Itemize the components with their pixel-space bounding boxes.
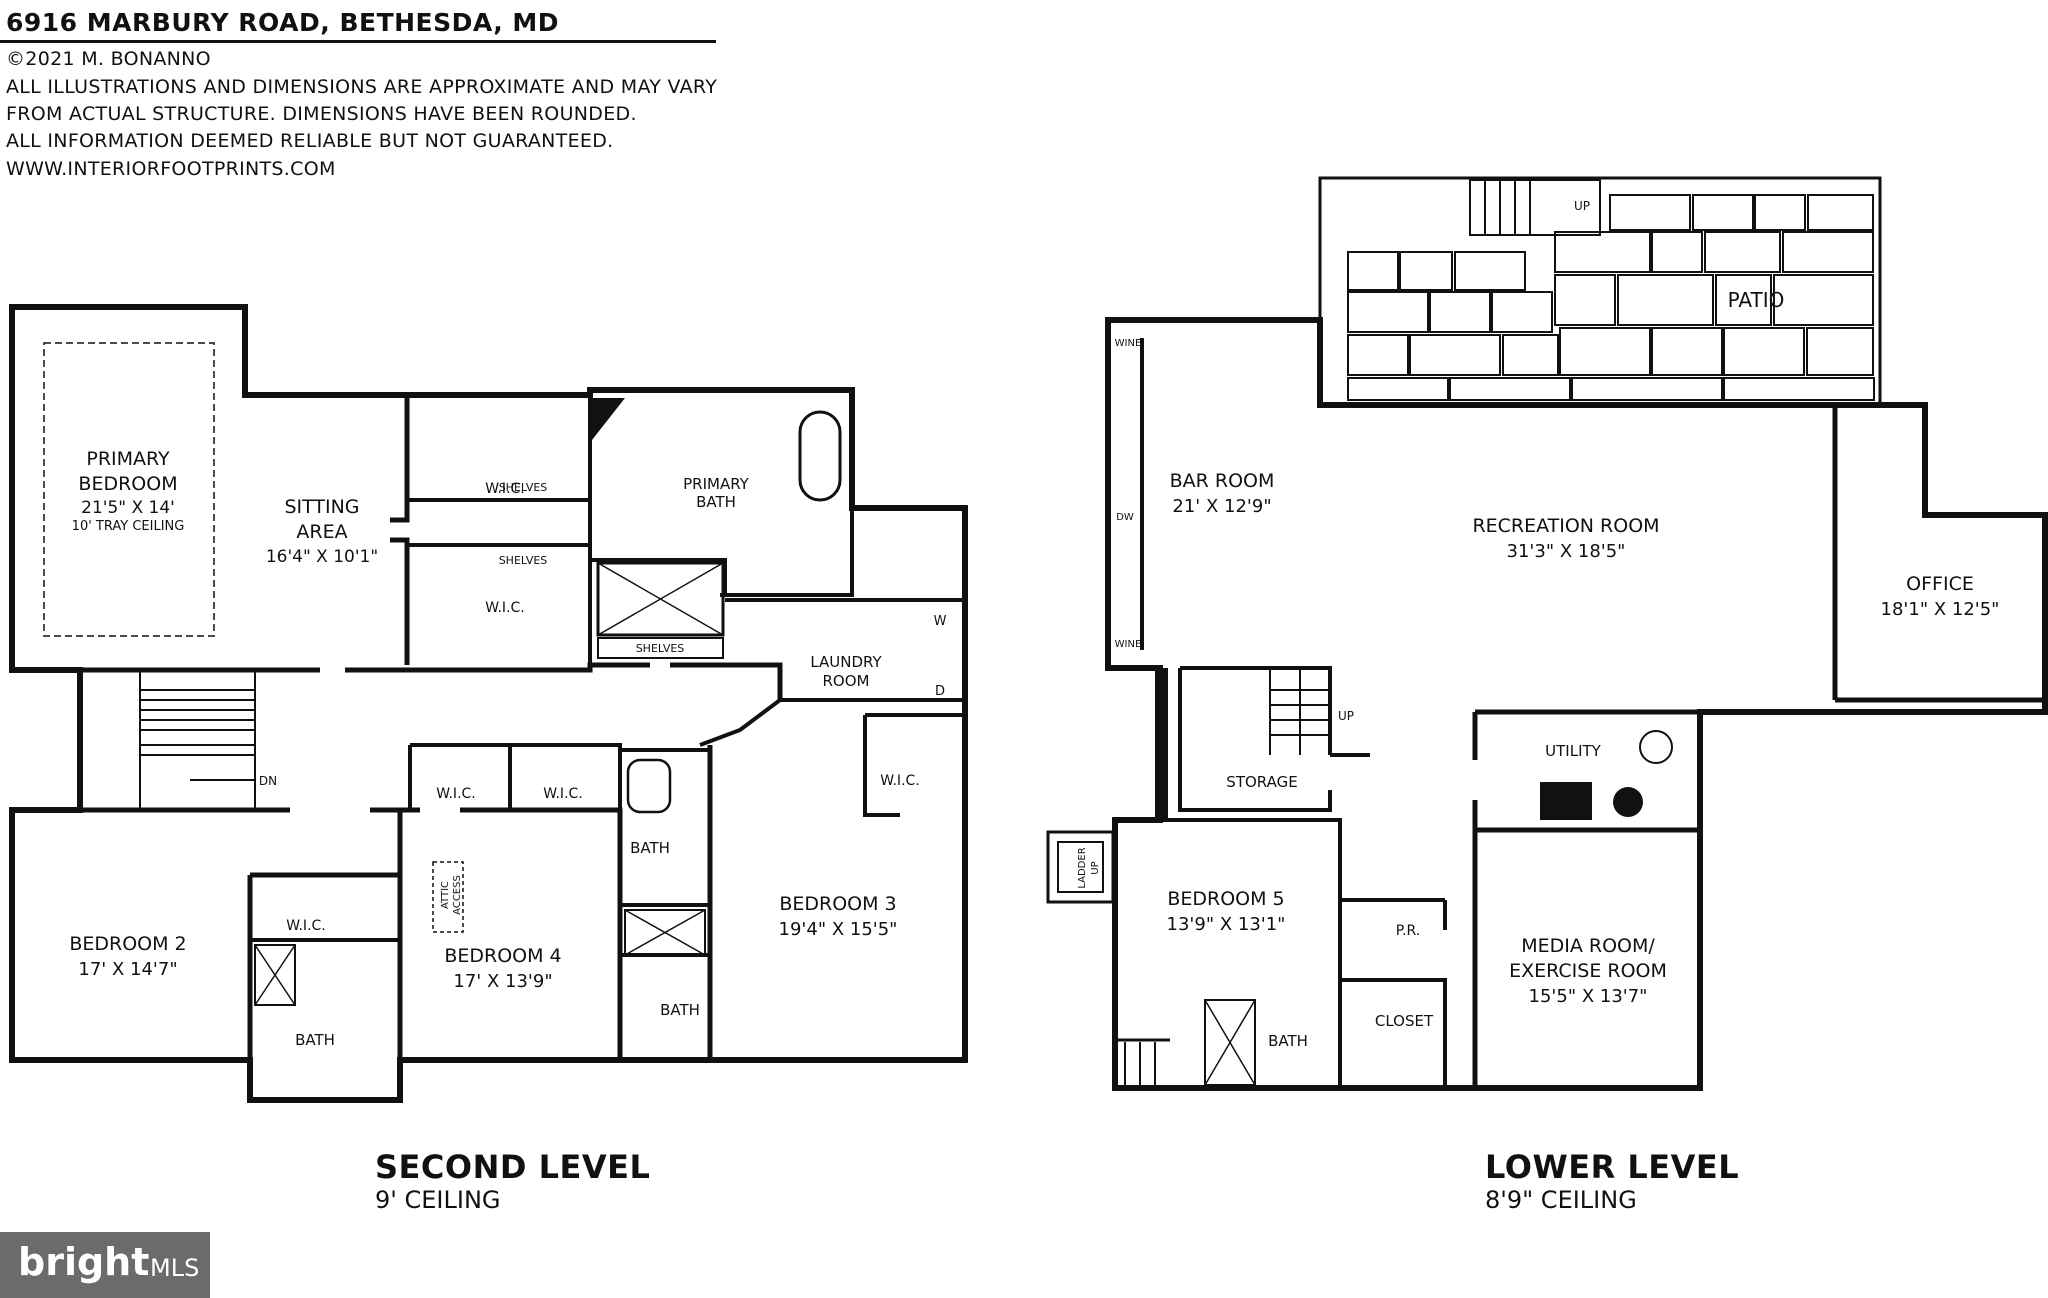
bedroom-2-dim: 17' X 14'7" xyxy=(78,959,177,980)
bright-wordmark: bright xyxy=(18,1240,150,1284)
patio-stairs-up-label: UP xyxy=(1574,199,1590,213)
recreation-room-dim: 31'3" X 18'5" xyxy=(1507,541,1626,562)
disclaimer-line-2: FROM ACTUAL STRUCTURE. DIMENSIONS HAVE B… xyxy=(6,103,637,125)
listing-address: 6916 MARBURY ROAD, BETHESDA, MD xyxy=(6,8,560,37)
patio-label: PATIO xyxy=(1728,288,1785,312)
sitting-area-label-2: AREA xyxy=(296,521,347,543)
title-rule xyxy=(0,40,716,43)
disclaimer-line-1: ALL ILLUSTRATIONS AND DIMENSIONS ARE APP… xyxy=(6,76,718,98)
disclaimer-line-3: ALL INFORMATION DEEMED RELIABLE BUT NOT … xyxy=(6,130,614,152)
second-level-name: SECOND LEVEL xyxy=(375,1148,651,1186)
attic-label-2: ACCESS xyxy=(452,875,463,915)
office-dim: 18'1" X 12'5" xyxy=(1881,599,2000,620)
media-room-label-1: MEDIA ROOM/ xyxy=(1521,935,1655,957)
second-level-caption: SECOND LEVEL 9' CEILING xyxy=(375,1148,650,1214)
wine-upper-label: WINE xyxy=(1115,338,1142,349)
lower-level-labels: PATIO UP WINE WINE DW BAR ROOM 21' X 12'… xyxy=(1077,199,1999,1050)
wic-bed3-label: W.I.C. xyxy=(880,773,920,789)
storage-label: STORAGE xyxy=(1226,773,1297,791)
bar-room-dim: 21' X 12'9" xyxy=(1172,496,1271,517)
storage-stairs-up-label: UP xyxy=(1338,709,1354,723)
ladder-label-1: LADDER xyxy=(1077,847,1088,888)
bedroom-5-name: BEDROOM 5 xyxy=(1167,888,1284,910)
lower-level-caption: LOWER LEVEL 8'9" CEILING xyxy=(1485,1148,1739,1214)
media-room-label-2: EXERCISE ROOM xyxy=(1509,960,1667,982)
shelves-label-2: SHELVES xyxy=(499,554,548,567)
primary-bedroom-note: 10' TRAY CEILING xyxy=(72,519,185,534)
bedroom-5-dim: 13'9" X 13'1" xyxy=(1167,914,1286,935)
website-text: WWW.INTERIORFOOTPRINTS.COM xyxy=(6,158,336,180)
lower-level-name: LOWER LEVEL xyxy=(1485,1148,1740,1186)
wic-upper-label: W.I.C. xyxy=(485,481,525,497)
bedroom-4-name: BEDROOM 4 xyxy=(444,945,561,967)
dryer-label: D xyxy=(935,684,945,699)
sitting-area-label-1: SITTING xyxy=(284,496,359,518)
sitting-area-dim: 16'4" X 10'1" xyxy=(266,547,378,567)
bath-lower-label: BATH xyxy=(660,1001,700,1019)
bedroom-2-name: BEDROOM 2 xyxy=(69,933,186,955)
lower-level-ceiling: 8'9" CEILING xyxy=(1485,1186,1637,1214)
bedroom-3-name: BEDROOM 3 xyxy=(779,893,896,915)
bath-bed2-label: BATH xyxy=(295,1031,335,1049)
bar-room-name: BAR ROOM xyxy=(1170,470,1275,492)
washer-label: W xyxy=(934,614,947,629)
media-room-dim: 15'5" X 13'7" xyxy=(1529,986,1648,1007)
ladder-label-2: UP xyxy=(1090,861,1101,874)
wic-lower-label: W.I.C. xyxy=(485,600,525,616)
powder-room-label: P.R. xyxy=(1396,923,1420,939)
laundry-label-1: LAUNDRY xyxy=(810,653,882,671)
wine-lower-label: WINE xyxy=(1115,639,1142,650)
attic-label-1: ATTIC xyxy=(440,881,451,909)
wic-bed4-left-label: W.I.C. xyxy=(436,786,476,802)
primary-bath-label-2: BATH xyxy=(696,493,736,511)
copyright-text: ©2021 M. BONANNO xyxy=(6,48,211,70)
mls-wordmark: MLS xyxy=(150,1254,200,1282)
bath-upper-label: BATH xyxy=(630,839,670,857)
second-level-labels: PRIMARY BEDROOM 21'5" X 14' 10' TRAY CEI… xyxy=(69,448,946,1049)
second-level-plan xyxy=(9,304,968,1103)
stairs-down-label: DN xyxy=(259,774,277,788)
bright-mls-logo: bright MLS xyxy=(0,1232,210,1298)
primary-bedroom-label-2: BEDROOM xyxy=(78,473,177,495)
wic-bed4-right-label: W.I.C. xyxy=(543,786,583,802)
bedroom-4-dim: 17' X 13'9" xyxy=(453,971,552,992)
laundry-label-2: ROOM xyxy=(823,672,870,690)
closet-label: CLOSET xyxy=(1375,1012,1434,1030)
lower-bath-label: BATH xyxy=(1268,1032,1308,1050)
primary-bedroom-dim: 21'5" X 14' xyxy=(81,498,175,518)
primary-bath-label-1: PRIMARY xyxy=(683,475,750,493)
utility-label: UTILITY xyxy=(1545,742,1602,760)
office-name: OFFICE xyxy=(1906,573,1974,595)
bedroom-3-dim: 19'4" X 15'5" xyxy=(779,919,898,940)
shelves-label-3: SHELVES xyxy=(636,642,685,655)
second-level-ceiling: 9' CEILING xyxy=(375,1186,501,1214)
shelves-label-1: SHELVES xyxy=(499,481,548,494)
wic-bed2-label: W.I.C. xyxy=(286,918,326,934)
lower-level-plan xyxy=(1046,176,2048,1091)
dishwasher-label: DW xyxy=(1116,512,1134,523)
primary-bedroom-label-1: PRIMARY xyxy=(86,448,170,470)
recreation-room-name: RECREATION ROOM xyxy=(1472,515,1659,537)
